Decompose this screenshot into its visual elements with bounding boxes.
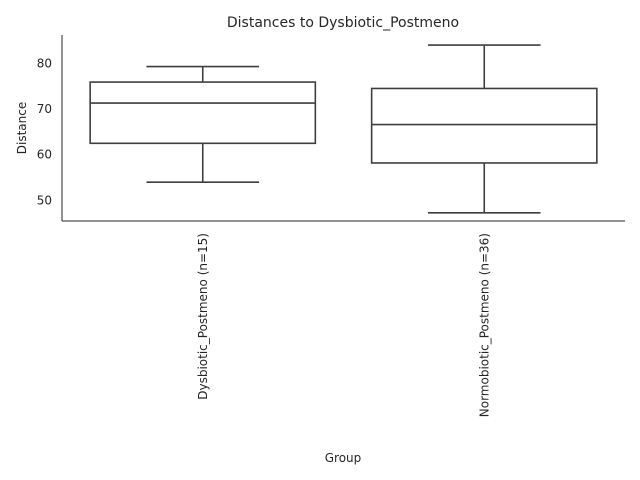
y-tick-label: 70 (37, 102, 52, 116)
x-tick-label: Normobiotic_Postmeno (n=36) (477, 233, 491, 417)
x-tick-label: Dysbiotic_Postmeno (n=15) (196, 233, 210, 400)
y-tick-label: 50 (37, 193, 52, 207)
x-tick-labels: Dysbiotic_Postmeno (n=15) Normobiotic_Pos… (196, 233, 492, 417)
y-tick-labels: 50 60 70 80 (37, 56, 52, 207)
iqr-box (370, 87, 598, 164)
boxes (89, 44, 598, 214)
y-tick-label: 80 (37, 56, 52, 70)
y-axis-label: Distance (15, 102, 29, 154)
x-axis-label: Group (325, 451, 362, 465)
y-tick-label: 60 (37, 148, 52, 162)
chart-title: Distances to Dysbiotic_Postmeno (227, 15, 459, 31)
iqr-box (89, 81, 317, 145)
